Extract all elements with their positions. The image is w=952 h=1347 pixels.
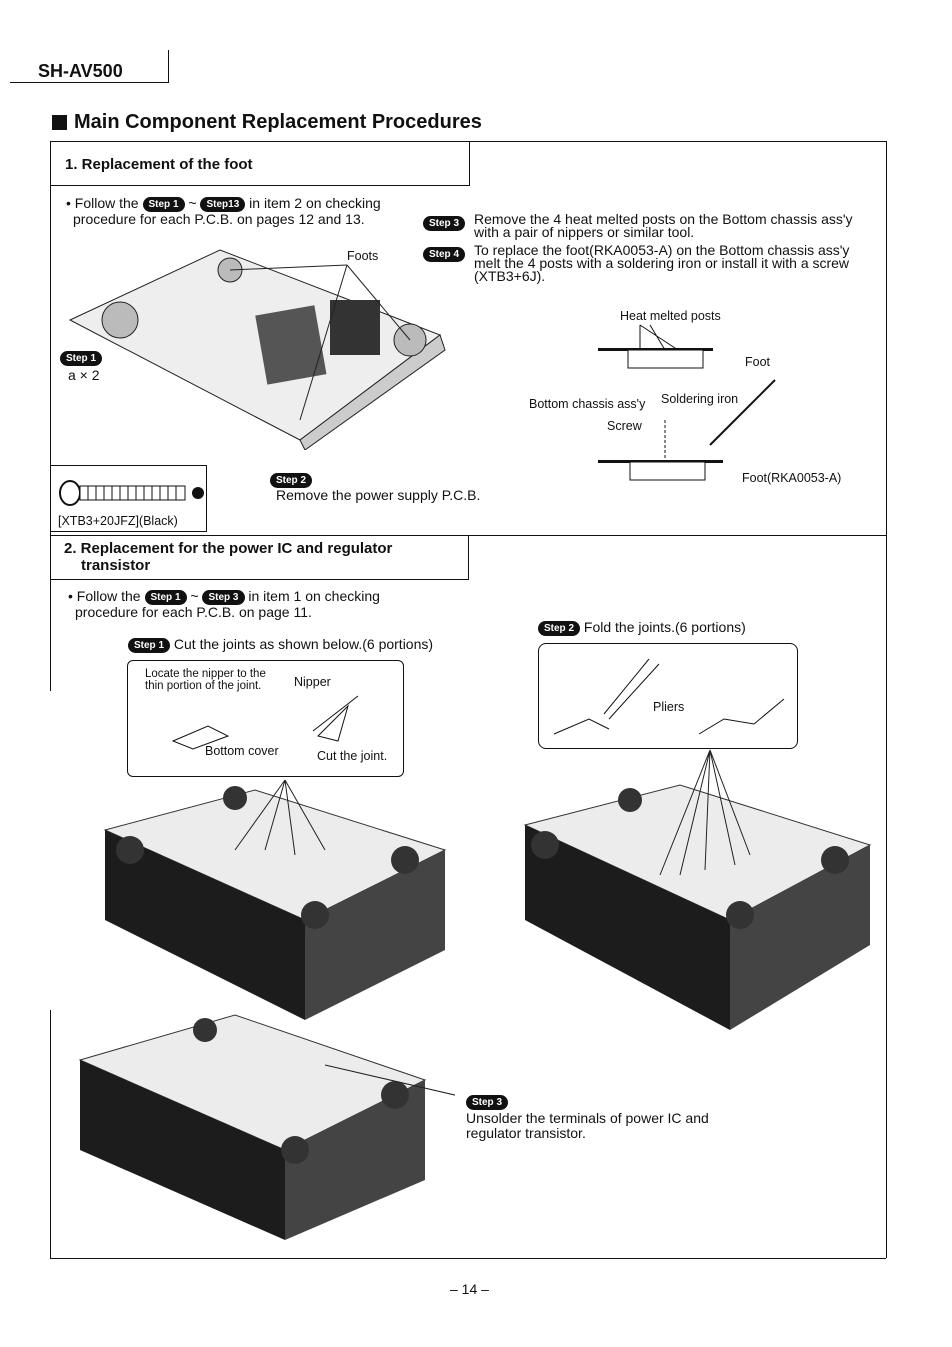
soldering-iron-label: Soldering iron (661, 392, 739, 406)
foot-diagram (598, 324, 776, 481)
step3-badge: Step 3 (423, 216, 466, 231)
bottom-cover-label: Bottom cover (205, 744, 279, 758)
instruction-text: procedure for each P.C.B. on pages 12 an… (73, 211, 365, 227)
frame-right (886, 141, 887, 1258)
instruction-text: • Follow the (66, 195, 139, 211)
chassis-illustration (68, 249, 446, 450)
step3-text: Remove the 4 heat melted posts on the Bo… (474, 211, 853, 240)
locate-text: Locate the nipper to the thin portion of… (145, 668, 266, 692)
step1-text: Cut the joints as shown below.(6 portion… (173, 636, 434, 652)
heading-line: transistor (81, 557, 151, 574)
screw-box: [XTB3+20JFZ](Black) (50, 465, 207, 532)
foots-label: Foots (347, 249, 379, 263)
nipper-label: Nipper (294, 675, 331, 689)
tilde: ~ (188, 195, 197, 211)
step-badge: Step13 (200, 197, 246, 212)
frame-bottom (50, 1258, 886, 1259)
step3-text: Unsolder the terminals of power IC and r… (466, 1110, 709, 1141)
unit-bottom-photo-1 (103, 779, 447, 1020)
unit-bottom-photo-2 (523, 749, 872, 1030)
heat-posts-label: Heat melted posts (620, 309, 721, 323)
screw-count: a × 2 (68, 367, 100, 383)
step3-badge: Step 3 (466, 1095, 509, 1110)
bottom-chassis-label: Bottom chassis ass'y (529, 397, 646, 411)
screw-part-number: [XTB3+20JFZ](Black) (58, 514, 178, 528)
s2-step1: Step 1 Cut the joints as shown below.(6 … (128, 637, 433, 653)
section2-instruction: • Follow the Step 1 ~ Step 3 in item 1 o… (68, 589, 380, 620)
step2-text: Remove the power supply P.C.B. (276, 487, 481, 503)
s2-step2: Step 2 Fold the joints.(6 portions) (538, 620, 746, 636)
step1-badge: Step 1 (60, 351, 103, 366)
section2-heading-box: 2. Replacement for the power IC and regu… (50, 535, 469, 580)
fold-joint-callout: Pliers (538, 643, 798, 749)
frame-top (50, 141, 886, 142)
frame-left-lower (50, 1010, 51, 1258)
pliers-illustration (553, 658, 785, 735)
section1-heading-box: 1. Replacement of the foot (50, 141, 470, 186)
section-divider (207, 535, 886, 536)
nipper-illustration (171, 695, 359, 750)
step2-badge: Step 2 (538, 621, 581, 636)
frame-left-upper (50, 141, 51, 691)
pliers-label: Pliers (653, 700, 685, 714)
cut-label: Cut the joint. (317, 749, 388, 763)
step4-badge: Step 4 (423, 247, 466, 262)
instruction-text: • Follow the (68, 588, 141, 604)
step4-text: To replace the foot(RKA0053-A) on the Bo… (474, 242, 850, 284)
instruction-text: procedure for each P.C.B. on page 11. (75, 604, 312, 620)
step2-badge: Step 2 (270, 473, 313, 488)
step-badge: Step 3 (202, 590, 245, 605)
cut-joint-callout: Locate the nipper to the thin portion of… (127, 660, 404, 777)
step1-badge: Step 1 (128, 638, 171, 653)
header-divider (168, 50, 169, 83)
step-badge: Step 1 (142, 197, 185, 212)
page-title: Main Component Replacement Procedures (74, 111, 482, 133)
foot-part-label: Foot(RKA0053-A) (742, 471, 842, 485)
screw-label: Screw (607, 419, 642, 433)
unit-bottom-photo-3 (78, 1014, 455, 1240)
foot-label: Foot (745, 355, 771, 369)
title-bullet-icon (52, 115, 67, 130)
page-number: – 14 – (450, 1281, 489, 1297)
step2-text: Fold the joints.(6 portions) (583, 619, 746, 635)
section2-heading: 2. Replacement for the power IC and regu… (64, 540, 392, 574)
heading-line: 2. Replacement for the power IC and regu… (64, 540, 393, 557)
tilde: ~ (190, 588, 199, 604)
step-badge: Step 1 (144, 590, 187, 605)
section1-instruction: • Follow the Step 1 ~ Step13 in item 2 o… (66, 196, 381, 227)
header-rule (10, 82, 168, 83)
instruction-text: in item 1 on checking (248, 588, 380, 604)
model-header: SH-AV500 (38, 61, 123, 81)
instruction-text: in item 2 on checking (249, 195, 381, 211)
screw-icon (59, 480, 204, 506)
section1-heading: 1. Replacement of the foot (65, 156, 253, 173)
